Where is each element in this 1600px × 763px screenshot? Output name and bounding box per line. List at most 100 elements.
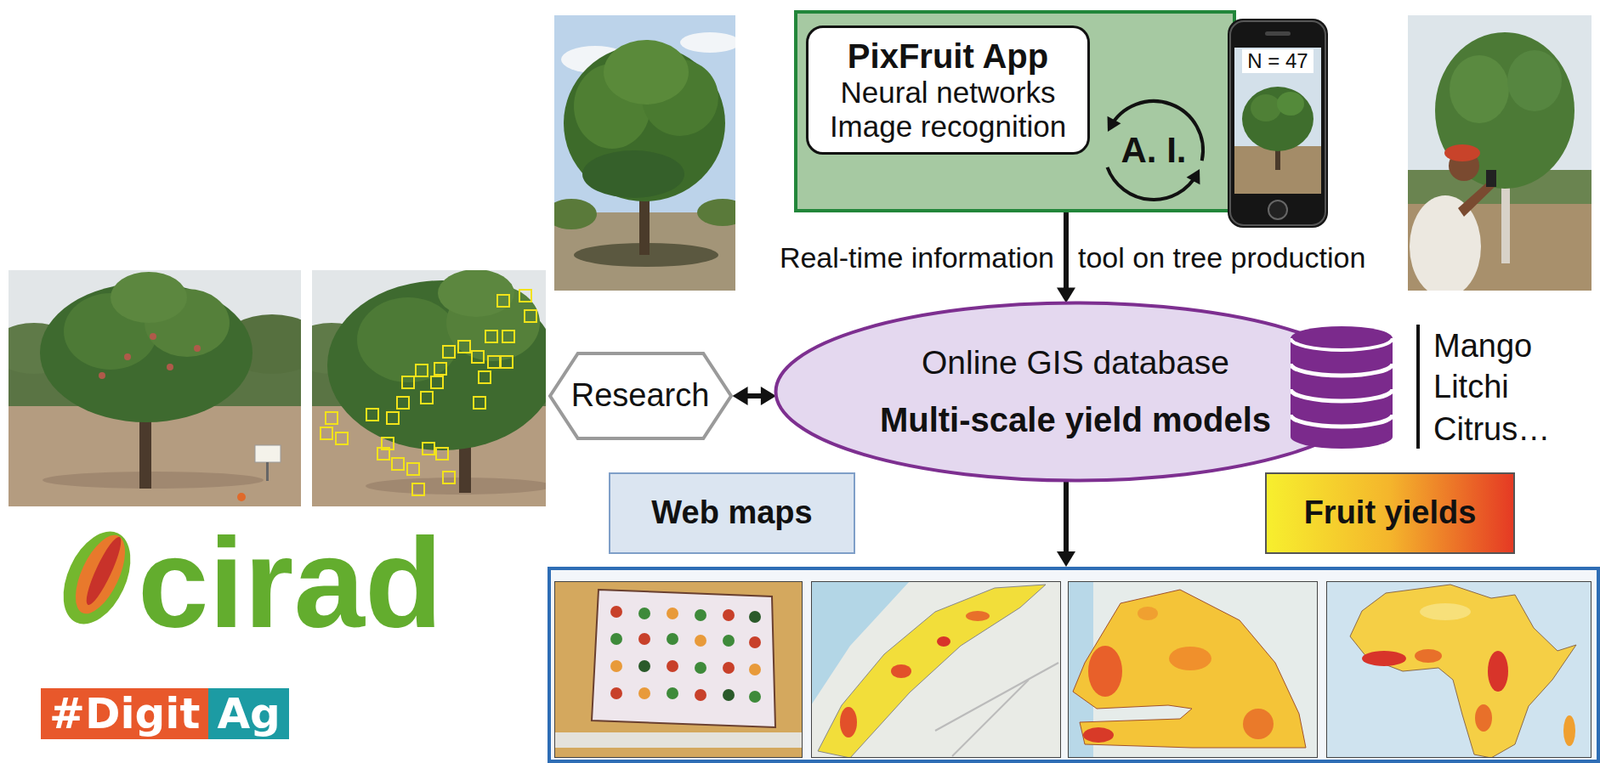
- phone-illustration: [1250, 94, 1282, 122]
- tree-photo: [266, 462, 269, 482]
- continent-map: [1563, 715, 1576, 747]
- orchard-map: [694, 689, 707, 702]
- detection-box: [442, 346, 455, 358]
- orchard-map: [748, 691, 761, 704]
- tree-photo: [8, 270, 301, 507]
- country-map: [1067, 581, 1318, 759]
- map-panel: [547, 567, 1600, 763]
- tree-photo: [166, 363, 174, 371]
- detection-box: [500, 356, 513, 369]
- orchard-map: [554, 581, 803, 759]
- orchard-map: [694, 609, 707, 622]
- tree-photo: [8, 270, 301, 507]
- tree-photo: [554, 15, 736, 291]
- country-map: [1067, 581, 1318, 759]
- orchard-map: [722, 689, 735, 702]
- badge-text: #Digit: [40, 688, 209, 740]
- arrowhead: [1056, 288, 1076, 304]
- phone-device: N = 47: [1227, 18, 1328, 228]
- text-stack: Online GIS databaseMulti-scale yield mod…: [773, 300, 1378, 483]
- detection-photo: [312, 270, 546, 507]
- orchard-map: [638, 660, 651, 673]
- orchard-map: [722, 635, 735, 647]
- node-label: Online GIS database: [921, 344, 1230, 383]
- country-map: [1072, 590, 1306, 749]
- continent-map: [1350, 584, 1577, 759]
- phone-illustration: [1234, 47, 1322, 194]
- node-label: Multi-scale yield models: [879, 400, 1271, 440]
- orchard-map: [666, 633, 679, 646]
- region-map: [936, 636, 951, 647]
- orchard-map: [610, 606, 623, 619]
- map-panel-ground: [547, 567, 1600, 763]
- connector-arrow: [732, 386, 777, 406]
- orchard-map: [638, 633, 651, 646]
- orchard-map: [666, 660, 679, 673]
- country-map: [1088, 646, 1123, 698]
- region-map: [952, 680, 1029, 757]
- detection-box: [442, 471, 455, 484]
- detection-box: [415, 364, 428, 377]
- tree-photo: [554, 198, 597, 230]
- node-outline: [773, 300, 1378, 483]
- detection-box: [412, 483, 425, 496]
- region-map: [811, 581, 1061, 759]
- orchard-map: [722, 662, 735, 675]
- region-map: [811, 581, 1061, 759]
- phone-illustration: [1230, 21, 1326, 226]
- detection-box: [487, 356, 500, 369]
- detection-box: [478, 371, 491, 384]
- cycle-arc: [1106, 167, 1198, 200]
- output-box: Fruit yields: [1265, 472, 1515, 555]
- connector-line: [746, 393, 763, 399]
- hexagon-outline: [550, 353, 732, 439]
- arrowhead: [1056, 551, 1076, 568]
- orchard-map: [666, 607, 679, 620]
- detection-photo: [437, 270, 515, 318]
- tree-photo: [697, 198, 736, 227]
- node-label: N = 47: [1242, 49, 1313, 74]
- cycle-arrowhead: [1107, 116, 1122, 132]
- detection-box: [420, 391, 433, 404]
- region-map: [935, 663, 1059, 732]
- detection-photo: [357, 297, 460, 383]
- orchard-map: [638, 687, 651, 700]
- detection-box: [434, 363, 447, 375]
- database-icon: [1290, 338, 1393, 351]
- orchard-map: [748, 636, 761, 649]
- flow-note: Real-time information: [779, 241, 1055, 275]
- node-label: PixFruit App: [847, 36, 1049, 76]
- connector-arrow: [1056, 212, 1076, 304]
- detection-box: [524, 310, 537, 323]
- connector-line: [1063, 480, 1069, 554]
- phone-illustration: [1227, 18, 1328, 228]
- node-label: Neural networks: [840, 75, 1056, 110]
- text-stack: Research: [548, 351, 733, 441]
- crop-bar: [1416, 324, 1420, 449]
- detection-box: [458, 340, 471, 353]
- orchard-map: [748, 663, 761, 676]
- database-icon: [1290, 389, 1393, 402]
- orchard-map: [610, 660, 623, 673]
- country-map: [1083, 727, 1114, 744]
- detection-box: [366, 408, 379, 421]
- database-icon: [1290, 363, 1393, 376]
- detection-box: [320, 289, 537, 496]
- country-map: [1067, 581, 1318, 759]
- badge-text: Ag: [208, 688, 290, 740]
- detection-box: [502, 330, 515, 343]
- detection-box: [377, 448, 390, 460]
- region-map: [811, 581, 1061, 759]
- database-icon: [1290, 414, 1393, 427]
- cirad-logo-mark: [65, 527, 136, 621]
- region-map: [890, 664, 912, 679]
- database-icon: [1290, 326, 1393, 451]
- user-photo: [1407, 15, 1592, 291]
- text-stack: Web maps: [610, 474, 854, 553]
- crop-name: Citrus…: [1433, 411, 1550, 449]
- detection-box: [436, 448, 449, 460]
- orchard-map: [610, 687, 623, 700]
- region-map: [839, 707, 857, 738]
- continent-map: [1326, 581, 1592, 759]
- connector-line: [1063, 212, 1069, 290]
